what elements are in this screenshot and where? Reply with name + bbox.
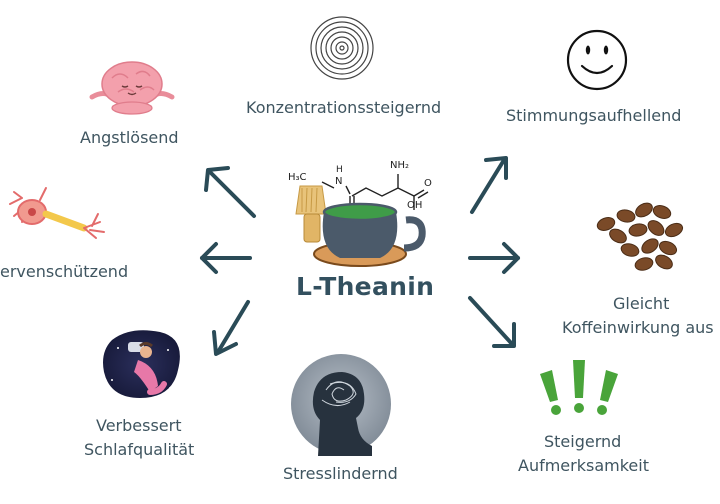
meditating-brain-icon: [89, 61, 175, 115]
label-concentration: Konzentrationssteigernd: [246, 98, 442, 117]
molecule-nh-label: N: [335, 176, 343, 187]
stress-head-icon: [291, 354, 391, 456]
label-sleep-line2: Schlafqualität: [84, 440, 195, 459]
arrow-to-sleep: [212, 300, 250, 356]
arrow-to-caffeine: [468, 242, 520, 274]
label-caffeine-line2: Koffeinwirkung aus: [562, 318, 714, 337]
molecule-amine-label: NH₂: [390, 160, 410, 171]
label-sleep-line1: Verbessert: [96, 416, 182, 435]
center-title: L-Theanin: [296, 272, 435, 301]
label-anxiety: Angstlösend: [80, 128, 179, 147]
neuron-icon: [9, 187, 105, 239]
matcha-cup-icon: [313, 202, 426, 267]
coffee-beans-icon: [596, 202, 684, 271]
molecule-methyl-label: H₃C: [288, 172, 307, 183]
molecule-hydroxyl-label: OH: [407, 200, 423, 211]
label-attention-line1: Steigernd: [544, 432, 622, 451]
sleeping-person-icon: [103, 330, 180, 398]
molecule-h-label: H: [336, 165, 343, 175]
label-stress: Stresslindernd: [283, 464, 398, 483]
label-caffeine-line1: Gleicht: [613, 294, 670, 313]
smiley-icon: [566, 29, 628, 91]
arrow-to-nerve: [200, 242, 252, 274]
matcha-whisk-icon: [295, 185, 327, 243]
label-attention-line2: Aufmerksamkeit: [518, 456, 649, 475]
concentric-circles-icon: [310, 16, 374, 80]
arrow-to-attention: [468, 296, 516, 348]
label-mood: Stimmungsaufhellend: [506, 106, 682, 125]
exclamation-marks-icon: [540, 360, 618, 415]
arrows: [200, 156, 520, 356]
label-nerve: ervenschützend: [0, 262, 129, 281]
molecule-oxygen-label: O: [424, 178, 432, 189]
arrow-to-mood: [470, 156, 508, 214]
theanine-molecule: [321, 174, 429, 210]
arrow-to-anxiety: [204, 166, 256, 218]
